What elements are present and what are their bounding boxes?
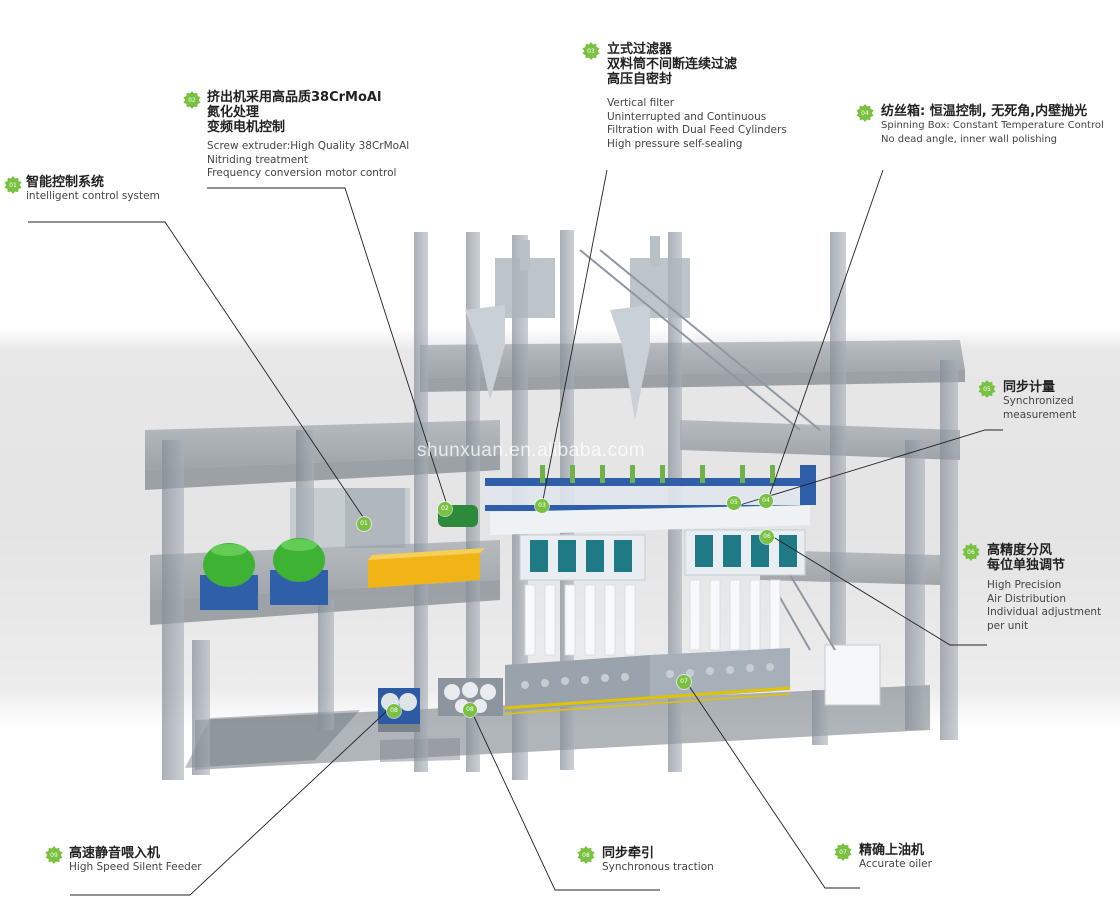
quench-units xyxy=(519,529,806,581)
star-badge-icon: 06 xyxy=(962,543,980,561)
spinning-tubes xyxy=(524,579,781,656)
star-badge-icon: 05 xyxy=(978,380,996,398)
svg-text:07: 07 xyxy=(839,849,847,856)
callout-08-en-0: Synchronous traction xyxy=(602,861,714,873)
marker-02: 02 xyxy=(438,502,452,516)
callout-09-cn-0: 高速静音喂入机 xyxy=(69,846,161,861)
callout-03-en-2: Filtration with Dual Feed Cylinders xyxy=(607,124,787,136)
star-badge-icon: 08 xyxy=(577,846,595,864)
upper-floor xyxy=(145,420,960,490)
svg-text:09: 09 xyxy=(50,852,58,859)
callout-01-en-0: intelligent control system xyxy=(26,190,160,202)
marker-04: 04 xyxy=(759,494,773,508)
svg-text:03: 03 xyxy=(587,48,595,55)
callout-06-cn-1: 每位单独调节 xyxy=(987,558,1066,573)
callout-03-en-3: High pressure self-sealing xyxy=(607,137,743,150)
marker-01: 01 xyxy=(357,517,371,531)
svg-text:04: 04 xyxy=(861,110,869,117)
leader-lines xyxy=(28,169,1003,896)
watermark: shunxuan.en.alibaba.com xyxy=(417,440,646,461)
callout-04-en-1: No dead angle, inner wall polishing xyxy=(881,133,1058,145)
callout-08-cn-0: 同步牵引 xyxy=(602,846,655,861)
callout-03-en-0: Vertical filter xyxy=(607,97,675,109)
svg-text:01: 01 xyxy=(9,182,17,189)
star-badge-icon: 04 xyxy=(856,104,874,122)
marker-08-traction: 08 xyxy=(463,703,477,717)
callout-02-en-1: Nitriding treatment xyxy=(207,153,309,166)
svg-text:02: 02 xyxy=(188,97,196,104)
callout-05-cn-0: 同步计量 xyxy=(1003,380,1056,395)
callout-06-en-1: Air Distribution xyxy=(987,592,1067,605)
callout-06-cn-0: 高精度分风 xyxy=(987,543,1053,558)
staircase xyxy=(579,249,836,651)
callout-07-cn-0: 精确上油机 xyxy=(859,843,925,858)
marker-08-feeder: 08 xyxy=(387,704,401,718)
oiler-rows xyxy=(504,648,791,715)
callout-03-en-1: Uninterrupted and Continuous xyxy=(607,110,767,123)
star-badge-icon: 02 xyxy=(183,91,201,109)
callout-03-cn-1: 双料筒不间断连续过滤 xyxy=(607,57,738,72)
callout-09-en-0: High Speed Silent Feeder xyxy=(69,861,202,873)
star-badge-icon: 07 xyxy=(834,843,852,861)
callout-06-en-3: per unit xyxy=(987,619,1029,632)
marker-03: 03 xyxy=(535,499,549,513)
callout-05-en-0: Synchronized xyxy=(1003,395,1074,407)
hoppers xyxy=(465,236,690,420)
callout-04-cn-0: 纺丝箱: 恒温控制, 无死角,内壁抛光 xyxy=(881,104,1088,119)
svg-text:05: 05 xyxy=(983,386,991,393)
callout-02-cn-2: 变频电机控制 xyxy=(207,120,286,135)
marker-06: 06 xyxy=(760,530,774,544)
star-badge-icon: 03 xyxy=(582,42,600,60)
callout-02-cn-1: 氮化处理 xyxy=(207,105,260,120)
callout-05-en-1: measurement xyxy=(1003,408,1077,421)
callout-02-cn-0: 挤出机采用高品质38CrMoAl xyxy=(207,90,382,105)
marker-05: 05 xyxy=(727,496,741,510)
callout-04-en-0: Spinning Box: Constant Temperature Contr… xyxy=(881,120,1104,131)
svg-text:06: 06 xyxy=(967,549,975,556)
callout-02-en-2: Frequency conversion motor control xyxy=(207,167,397,179)
control-cabinet xyxy=(368,548,485,588)
callout-01-cn-0: 智能控制系统 xyxy=(26,175,105,190)
extruder-tanks xyxy=(200,538,328,610)
callout-06-en-2: Individual adjustment xyxy=(987,606,1102,618)
wall-panels xyxy=(290,488,881,706)
top-floor xyxy=(420,340,965,392)
callout-03-cn-2: 高压自密封 xyxy=(607,72,673,87)
callout-03-cn-0: 立式过滤器 xyxy=(607,42,673,57)
marker-07: 07 xyxy=(677,675,691,689)
callout-07-en-0: Accurate oiler xyxy=(859,858,932,870)
callout-06-en-0: High Precision xyxy=(987,579,1062,591)
callout-02-en-0: Screw extruder:High Quality 38CrMoAl xyxy=(207,140,410,152)
star-badge-icon: 09 xyxy=(45,846,63,864)
svg-text:08: 08 xyxy=(582,852,590,859)
star-badge-icon: 01 xyxy=(4,176,22,194)
